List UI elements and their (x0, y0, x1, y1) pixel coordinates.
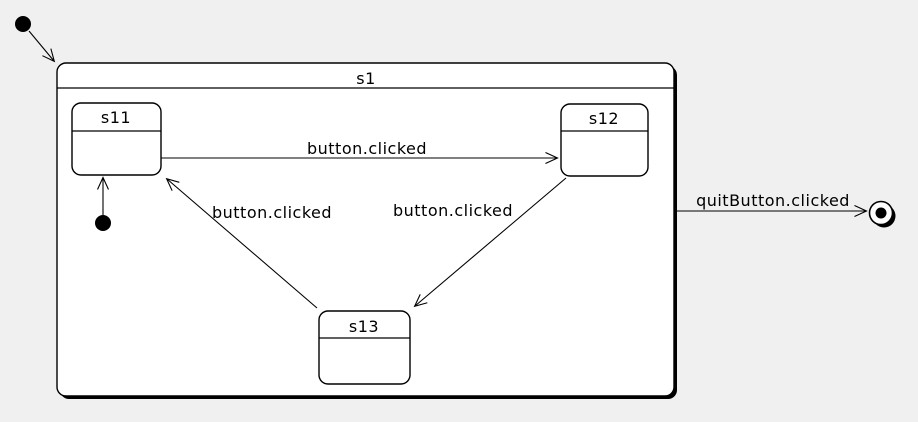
state-s12-title: s12 (589, 109, 619, 128)
state-s12[interactable] (560, 103, 649, 177)
transition-s13-to-s11[interactable] (165, 177, 318, 309)
transition-s12-to-s13[interactable] (413, 177, 567, 308)
state-s11[interactable] (71, 102, 162, 176)
state-s13[interactable] (318, 310, 411, 385)
state-s1[interactable] (56, 62, 675, 397)
transition-s13-s11-label: button.clicked (212, 203, 332, 222)
state-s13-title: s13 (349, 317, 379, 336)
initial-state-node[interactable] (15, 16, 31, 32)
initial-state-node-s1[interactable] (95, 215, 111, 231)
transition-initial-to-s1[interactable] (28, 30, 56, 63)
transition-s1-final-label: quitButton.clicked (696, 191, 850, 210)
final-state-inner-dot (875, 207, 887, 219)
transition-s12-s13-label: button.clicked (393, 201, 513, 220)
state-s11-title: s11 (101, 108, 131, 127)
transition-s11-s12-label: button.clicked (307, 139, 427, 158)
state-s1-title: s1 (356, 69, 376, 88)
